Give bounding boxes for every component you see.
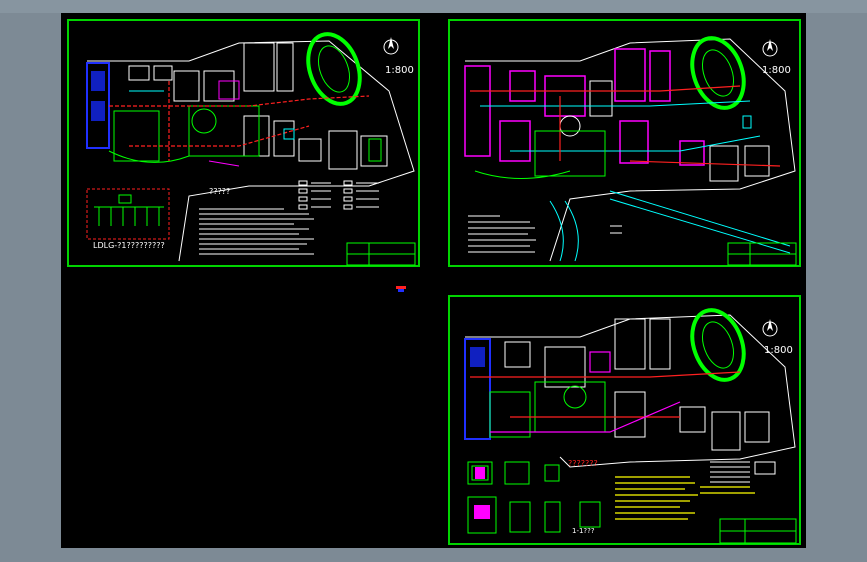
scale-label: 1:800 [762,65,791,76]
legend-title: LDLG-?1????????? [93,241,165,250]
scale-label: 1:800 [385,65,414,76]
drawing-canvas[interactable]: 1:800 ????? LDLG-?1????????? [61,13,806,548]
sheet-1-plan [86,32,416,266]
window-right-frame [806,13,867,562]
scale-label: 1:800 [764,345,793,356]
drawing-sheet-3[interactable]: 1:800 ??????? 1-1??? [448,295,801,545]
window-bottom-frame [0,548,867,562]
sheet-3-plan [464,308,797,544]
drawing-sheet-1[interactable]: 1:800 ????? LDLG-?1????????? [67,19,420,267]
plan-caption: ??????? [568,459,598,468]
sheet-2-plan [464,36,797,266]
drawing-sheet-2[interactable]: 1:800 [448,19,801,267]
insertion-marker-icon [396,277,406,292]
window-top-frame [0,0,867,13]
plan-caption: ????? [209,187,231,196]
detail-label: 1-1??? [572,527,595,535]
